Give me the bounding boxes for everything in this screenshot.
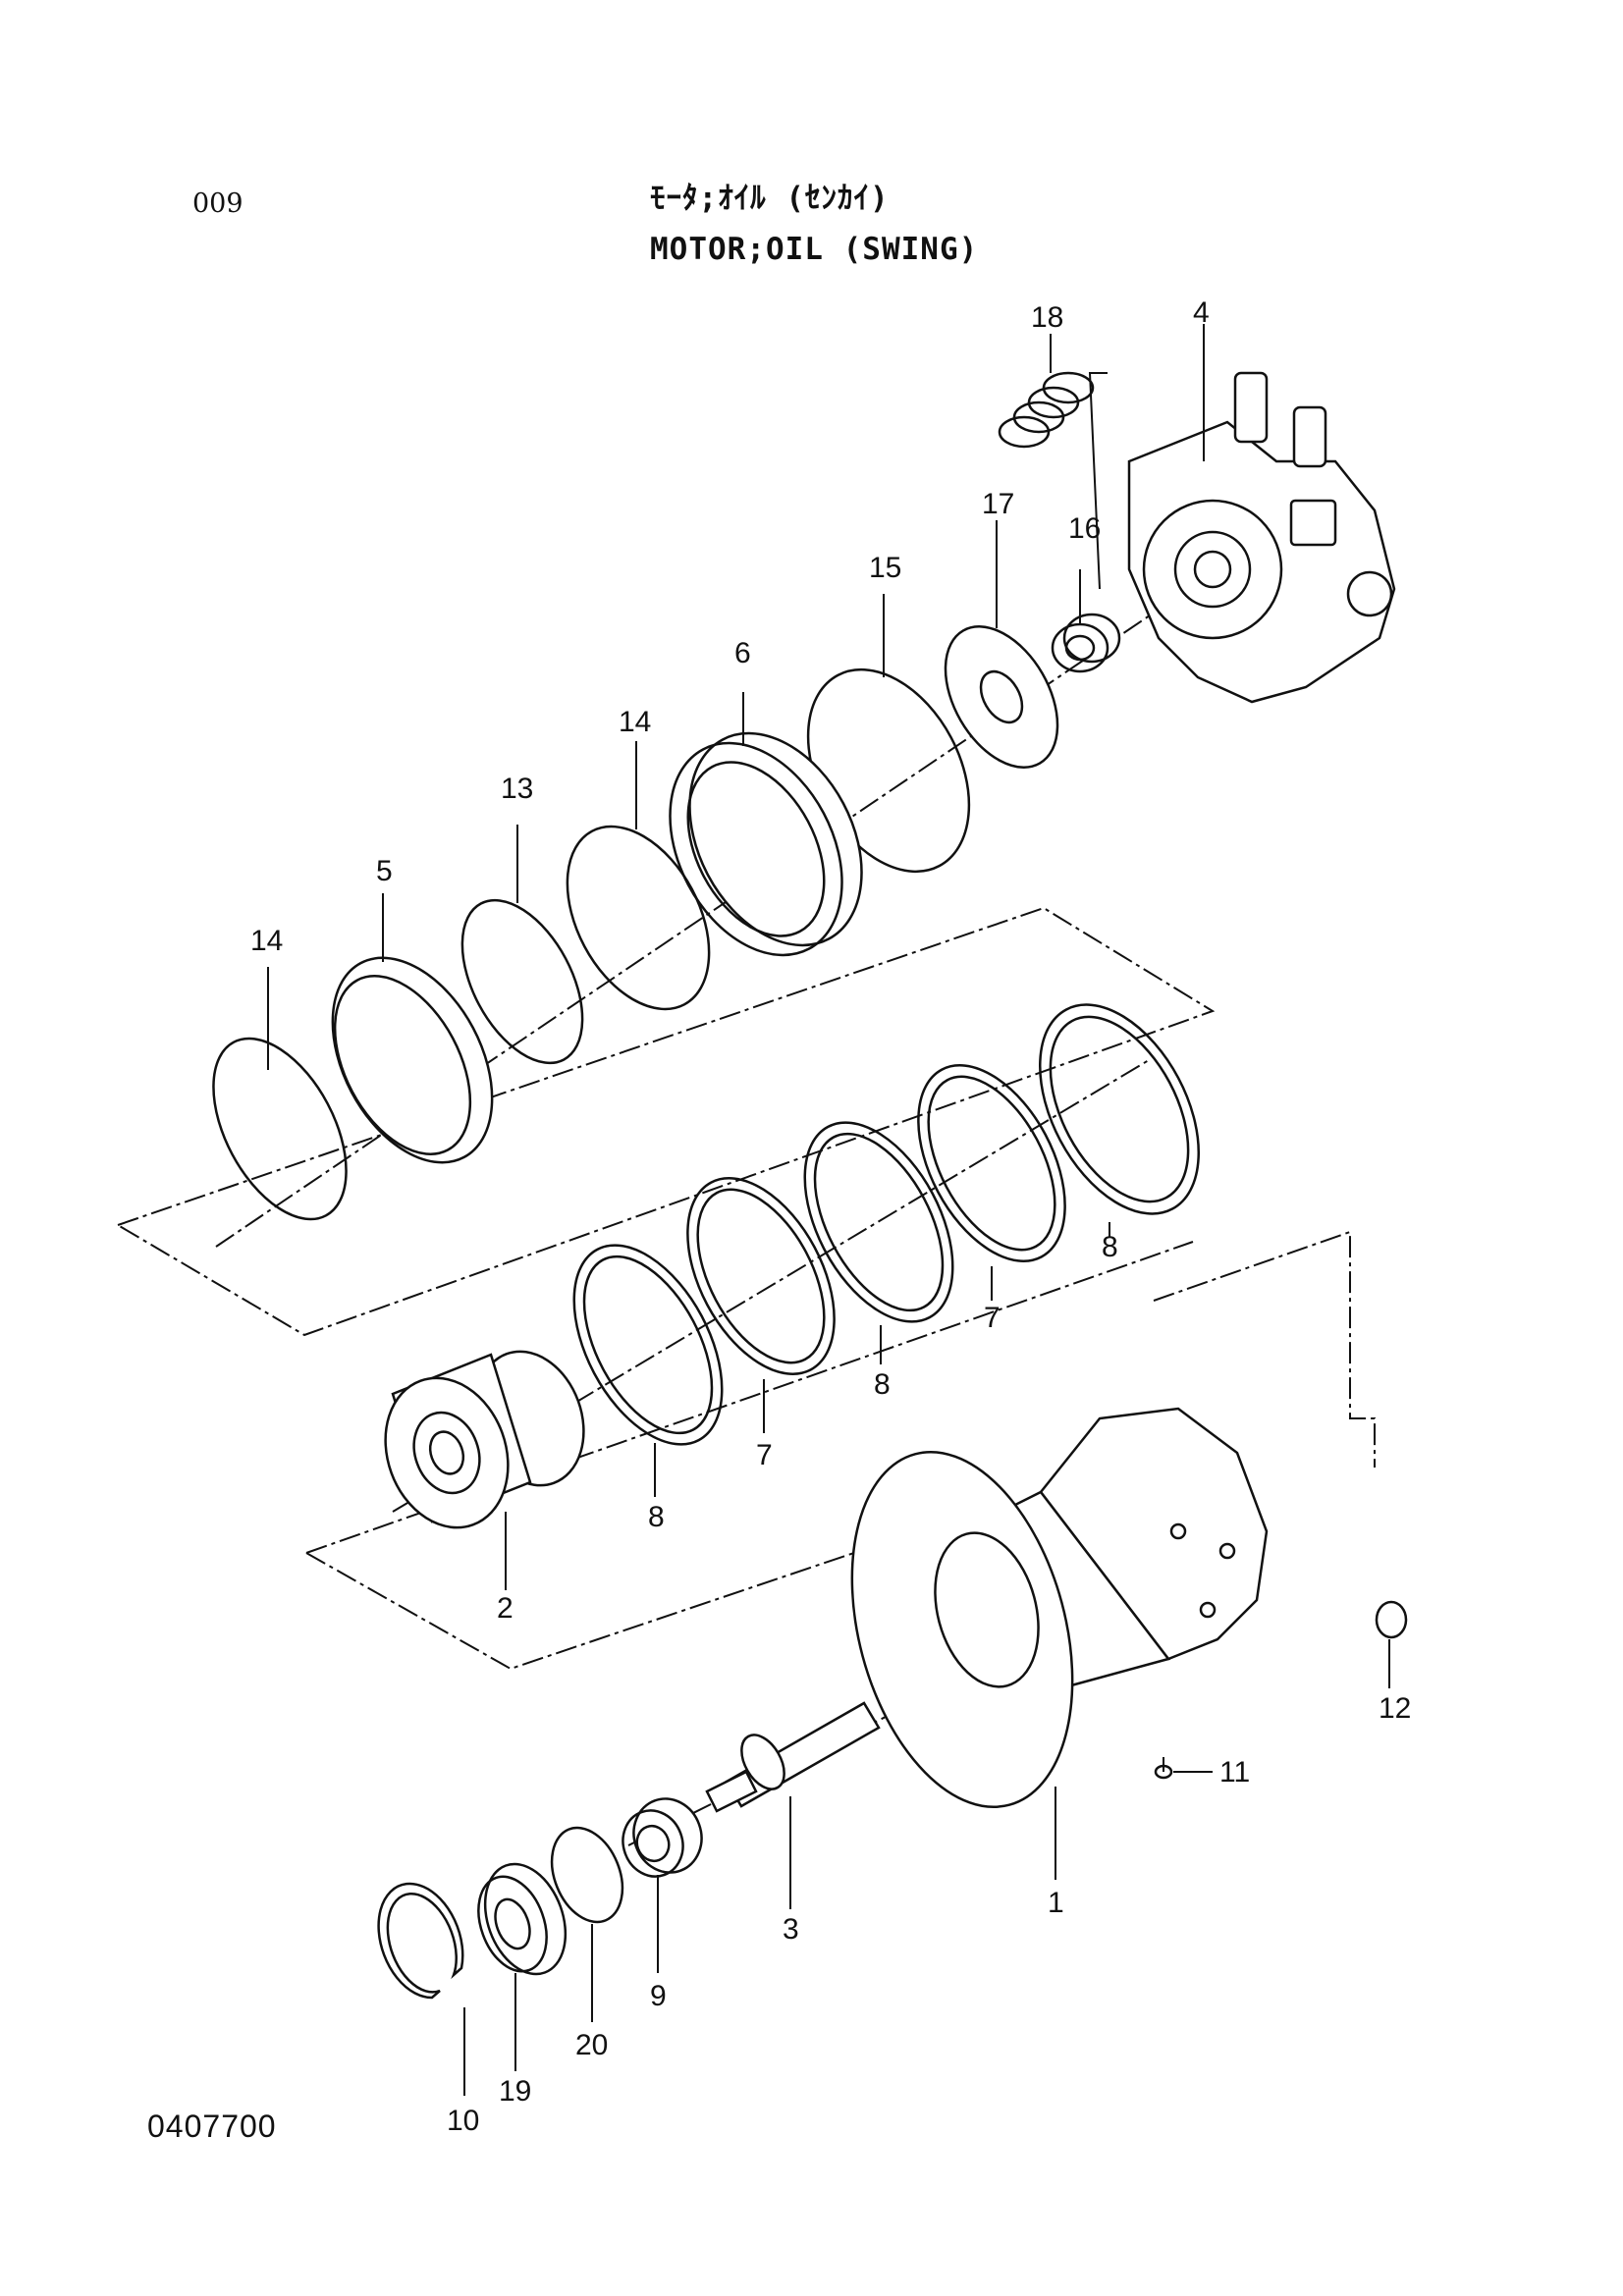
part-label-13: 13 [501, 773, 533, 805]
part-label-8-left: 8 [648, 1501, 665, 1533]
group-outline-housing-c [305, 1525, 934, 1671]
part-label-9: 9 [650, 1980, 667, 2012]
title-japanese: ﾓｰﾀ;ｵｲﾙ (ｾﾝｶｲ) [650, 181, 890, 216]
part-4-valve-head [1127, 371, 1396, 704]
part-20-o-ring [550, 1826, 624, 1924]
part-8-plate-left [572, 1244, 724, 1446]
part-label-8-right: 8 [1102, 1231, 1118, 1263]
part-label-18: 18 [1031, 301, 1063, 334]
part-18-spring [998, 371, 1095, 449]
part-label-12: 12 [1379, 1692, 1411, 1725]
part-19-oil-seal [477, 1862, 568, 1976]
part-10-snap-ring [377, 1882, 464, 2000]
part-7-plate-right [917, 1064, 1066, 1262]
part-label-7-right: 7 [984, 1302, 1001, 1334]
part-label-5: 5 [376, 855, 393, 887]
part-label-17: 17 [982, 488, 1014, 520]
part-7-plate-left [686, 1177, 836, 1375]
part-label-20: 20 [575, 2029, 608, 2061]
page-number: 009 [192, 188, 243, 219]
part-label-19: 19 [499, 2075, 531, 2108]
leader-lines [267, 324, 1205, 2096]
part-label-7-left: 7 [756, 1439, 773, 1471]
part-13-o-ring [460, 898, 584, 1065]
part-8-plate-right [1039, 1003, 1200, 1215]
part-8-plate-middle [803, 1121, 954, 1323]
group-outline-rings [115, 906, 1216, 1337]
part-label-14-upper: 14 [619, 706, 651, 738]
part-14-o-ring-lower [212, 1037, 348, 1221]
part-11-bolt [1154, 1757, 1213, 1780]
part-3-shaft [705, 1701, 881, 1813]
part-2-cylinder-block [384, 1350, 585, 1529]
part-17-valve-plate [944, 625, 1059, 769]
part-9-bearing [622, 1797, 703, 1878]
part-label-4: 4 [1193, 296, 1210, 329]
part-label-3: 3 [783, 1913, 799, 1946]
part-1-housing [850, 1407, 1269, 1809]
drawing-number: 0407700 [147, 2109, 277, 2144]
part-6-ring [669, 731, 863, 957]
title-english: MOTOR;OIL (SWING) [650, 232, 979, 267]
part-label-1: 1 [1048, 1887, 1064, 1919]
part-label-6: 6 [734, 637, 751, 669]
part-16-bearing [1051, 613, 1121, 673]
axis-spring-link [1088, 372, 1108, 590]
group-outline-housing-a [1153, 1230, 1376, 1468]
part-label-10: 10 [447, 2105, 479, 2137]
part-12-o-ring [1375, 1600, 1408, 1639]
part-label-8-middle: 8 [874, 1368, 891, 1401]
part-5-ring [331, 956, 494, 1164]
part-label-14-lower: 14 [250, 925, 283, 957]
part-label-11: 11 [1219, 1756, 1250, 1789]
part-label-16: 16 [1068, 512, 1101, 545]
part-14-o-ring-upper [566, 825, 711, 1011]
part-label-2: 2 [497, 1592, 514, 1625]
part-label-15: 15 [869, 552, 901, 584]
